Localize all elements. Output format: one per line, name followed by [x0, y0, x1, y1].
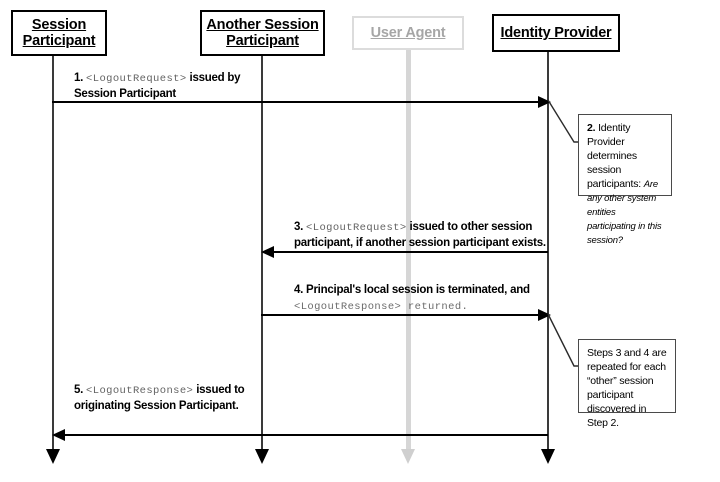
lifeline-user-agent: [406, 50, 411, 451]
actor-line-1: Session: [31, 16, 87, 33]
message-step-number: 1.: [74, 72, 84, 84]
message-text: issued to: [193, 384, 245, 396]
message-label-3: 3. <LogoutRequest> issued to other sessi…: [294, 220, 558, 251]
actor-line-1: Identity Provider: [500, 24, 612, 41]
actor-line-1: User Agent: [370, 24, 446, 41]
actor-box-another-session-participant[interactable]: Another Session Participant: [200, 10, 325, 56]
message-text-line2: Session Participant: [74, 87, 176, 100]
actor-label-another-session-participant: Another Session Participant: [206, 17, 318, 49]
message-step-number: 3.: [294, 221, 304, 233]
note-emphasis-text: Are any other system entities participat…: [587, 178, 662, 246]
message-code: <LogoutResponse>: [86, 385, 194, 397]
message-text-line2: originating Session Participant.: [74, 399, 239, 412]
actor-box-user-agent[interactable]: User Agent: [352, 16, 464, 50]
actor-line-2: Participant: [22, 33, 96, 49]
message-code: <LogoutRequest>: [86, 73, 187, 85]
message-arrowhead-5: [52, 429, 65, 441]
message-label-5: 5. <LogoutResponse> issued to originatin…: [74, 383, 364, 414]
message-step-number: 5.: [74, 384, 84, 396]
lifeline-arrowhead-session-participant: [46, 449, 60, 464]
actor-label-user-agent: User Agent: [371, 25, 446, 41]
message-label-1: 1. <LogoutRequest> issued by Session Par…: [74, 71, 364, 102]
message-arrowhead-1: [538, 96, 551, 108]
lifeline-arrowhead-identity-provider: [541, 449, 555, 464]
lifeline-session-participant: [52, 56, 54, 451]
actor-label-identity-provider: Identity Provider: [500, 25, 611, 41]
note-step-number: 2.: [587, 122, 596, 134]
message-arrow-line-3: [272, 251, 548, 253]
message-arrow-line-1: [52, 101, 540, 103]
actor-box-identity-provider[interactable]: Identity Provider: [492, 14, 620, 52]
message-text: Principal's local session is terminated,…: [303, 284, 530, 296]
message-code: <LogoutResponse> returned.: [294, 300, 469, 313]
message-step-number: 4.: [294, 284, 304, 296]
message-label-4: 4. Principal's local session is terminat…: [294, 283, 558, 314]
note-text: Steps 3 and 4 are repeated for each “oth…: [587, 347, 667, 429]
actor-line-2: Participant: [226, 33, 299, 49]
lifeline-arrowhead-user-agent: [401, 449, 415, 464]
note-box-identity-provider-determines-participants: 2. Identity Provider determines session …: [578, 114, 672, 246]
message-arrow-line-4: [261, 314, 540, 316]
actor-box-session-participant[interactable]: Session Participant: [11, 10, 107, 56]
message-arrowhead-4: [538, 309, 551, 321]
lifeline-arrowhead-another-session-participant: [255, 449, 269, 464]
message-code: <LogoutRequest>: [306, 222, 407, 234]
note-box-repeat-steps: Steps 3 and 4 are repeated for each “oth…: [578, 339, 676, 429]
message-text: issued by: [186, 72, 241, 84]
message-text: issued to other session: [406, 221, 533, 233]
actor-line-1: Another Session: [206, 16, 319, 33]
actor-label-session-participant: Session Participant: [23, 17, 96, 49]
lifeline-identity-provider: [547, 52, 549, 451]
message-arrow-line-5: [62, 434, 548, 436]
message-text-line2: participant, if another session particip…: [294, 236, 546, 249]
message-arrowhead-3: [261, 246, 274, 258]
note-text: Identity Provider determines session par…: [587, 122, 644, 190]
